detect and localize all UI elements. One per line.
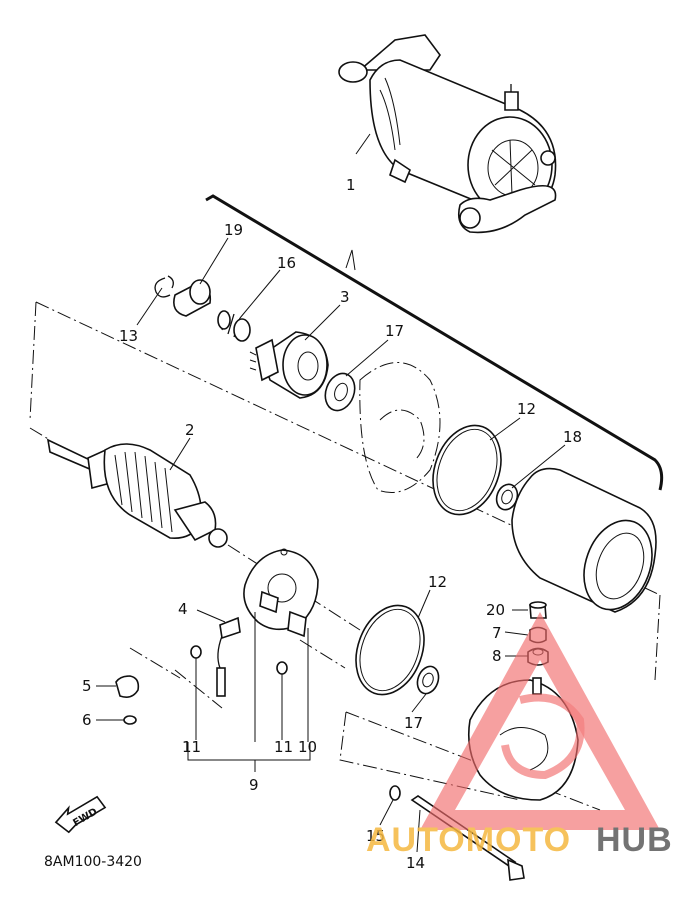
callout-12-lower: 12 <box>428 573 447 591</box>
callout-12-upper: 12 <box>517 400 536 418</box>
callout-3: 3 <box>340 288 350 306</box>
callout-labels: 1 19 16 3 13 17 12 18 2 4 12 20 7 8 5 6 … <box>82 176 582 872</box>
callout-8: 8 <box>492 647 502 665</box>
bolt-washer <box>389 785 401 801</box>
callout-7: 7 <box>492 624 502 642</box>
armature <box>46 438 228 548</box>
group-bracket <box>187 612 311 772</box>
callout-15: 15 <box>366 827 385 845</box>
seal <box>495 483 519 511</box>
callout-13: 13 <box>119 327 138 345</box>
callout-5: 5 <box>82 677 92 695</box>
callout-16: 16 <box>277 254 296 272</box>
bushing <box>173 279 212 317</box>
front-bracket-ghost <box>359 362 441 493</box>
spring <box>217 310 251 342</box>
o-ring-lower <box>355 604 425 696</box>
yoke-housing <box>511 467 657 613</box>
callout-11-right: 11 <box>274 738 293 756</box>
callout-19: 19 <box>224 221 243 239</box>
callout-9: 9 <box>249 776 259 794</box>
diagram-code: 8AM100-3420 <box>44 854 142 870</box>
callout-4: 4 <box>178 600 188 618</box>
callout-17-lower: 17 <box>404 714 423 732</box>
assembly-frame <box>205 194 664 491</box>
callout-14: 14 <box>406 854 425 872</box>
callout-2: 2 <box>185 421 195 439</box>
o-ring-upper <box>432 424 502 516</box>
callout-20: 20 <box>486 601 505 619</box>
starter-motor-assembly <box>338 34 557 234</box>
small-washer <box>123 715 137 725</box>
watermark-text-right: HUB <box>596 821 673 859</box>
circlip <box>154 275 174 298</box>
watermark-text-left: AUTOMOTO <box>366 821 571 859</box>
cap <box>115 675 140 698</box>
washer-lower <box>416 665 440 695</box>
callout-6: 6 <box>82 711 92 729</box>
callout-10: 10 <box>298 738 317 756</box>
watermark: AUTOMOTO HUB <box>366 612 673 859</box>
callout-17-upper: 17 <box>385 322 404 340</box>
screw-left <box>190 645 202 740</box>
fwd-arrow: FWD <box>54 795 107 834</box>
watermark-triangle-icon <box>420 612 660 830</box>
brush-plate <box>243 548 319 638</box>
callout-11-left: 11 <box>182 738 201 756</box>
callout-18: 18 <box>563 428 582 446</box>
leader-lines <box>96 133 566 853</box>
washer-upper <box>324 372 356 412</box>
callout-1: 1 <box>346 176 356 194</box>
brush <box>216 616 241 697</box>
screw-right <box>276 661 288 740</box>
drive-pinion <box>249 331 329 399</box>
